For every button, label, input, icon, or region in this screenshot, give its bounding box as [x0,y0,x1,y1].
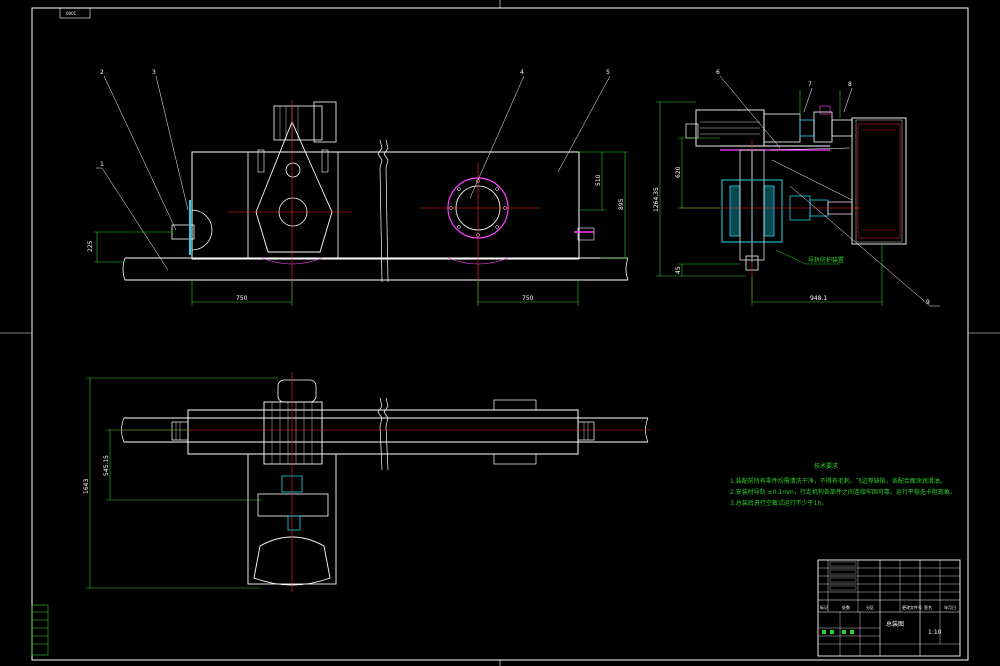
dim-height-outer: 895 [618,198,625,210]
callout-1: 1 [100,161,104,168]
dim-top-inner: 545.15 [103,455,110,476]
side-dimensions: 620 1264.35 45 948.1 [653,101,883,306]
dim-base-right: 750 [522,295,534,302]
dim-top-outer: 1643 [83,479,90,494]
tb-label-sign: 签名 [924,604,932,610]
callout-8: 8 [848,81,852,88]
dim-side-height-total: 1264.35 [653,187,660,212]
side-view [680,90,907,300]
callout-6: 6 [716,69,720,76]
dim-side-width-total: 948.1 [810,295,827,302]
tb-label-mark: 标记 [820,604,828,610]
front-view [122,100,629,305]
tb-label-count: 处数 [842,604,850,610]
tech-note-3: 3.总装后进行空载试运行不少于1h。 [730,499,827,507]
top-view [120,372,650,592]
title-block: 标记 处数 分区 更改文件号 签名 年月日 总装图 1:10 [817,559,961,657]
callout-4: 4 [520,69,524,76]
tech-note-1: 1.装配前所有零件均需清洗干净，不得有毛刺、飞边等缺陷，各配合面涂润滑油。 [730,477,946,485]
callout-5: 5 [606,69,610,76]
front-dimensions: 750 750 225 510 895 [87,151,628,306]
front-callouts: 1 2 3 4 5 [96,69,611,271]
corner-code: 0001 [66,11,77,16]
callout-2: 2 [100,69,104,76]
side-callouts: 6 7 8 9 导轨防护装置 [716,69,940,307]
tb-scale: 1:10 [928,629,942,636]
tb-drawing-name: 总装图 [886,620,904,628]
dim-side-height-main: 620 [675,166,682,178]
tech-notes-title: 技术要求 [814,462,838,470]
callout-3: 3 [152,69,156,76]
dim-base-left: 750 [236,295,248,302]
callout-9: 9 [926,299,930,306]
callout-7: 7 [808,81,812,88]
dim-side-bottom: 45 [675,266,682,274]
dim-left-offset: 225 [87,240,94,252]
tb-label-zone: 分区 [866,604,874,610]
side-note-label: 导轨防护装置 [808,256,844,264]
corner-code-box [59,7,91,19]
dim-height-inner: 510 [595,174,602,186]
side-info-strip [31,604,49,656]
tb-label-date: 年月日 [944,604,956,610]
tech-note-2: 2.安装时导轨 ±0.1mm，行走机构各部件之间连接牢固可靠，运行平稳无卡阻现象… [730,488,956,496]
tb-label-doc: 更改文件号 [902,604,922,610]
top-dimensions: 1643 545.15 [83,377,278,589]
tech-notes: 技术要求 1.装配前所有零件均需清洗干净，不得有毛刺、飞边等缺陷，各配合面涂润滑… [730,462,956,507]
